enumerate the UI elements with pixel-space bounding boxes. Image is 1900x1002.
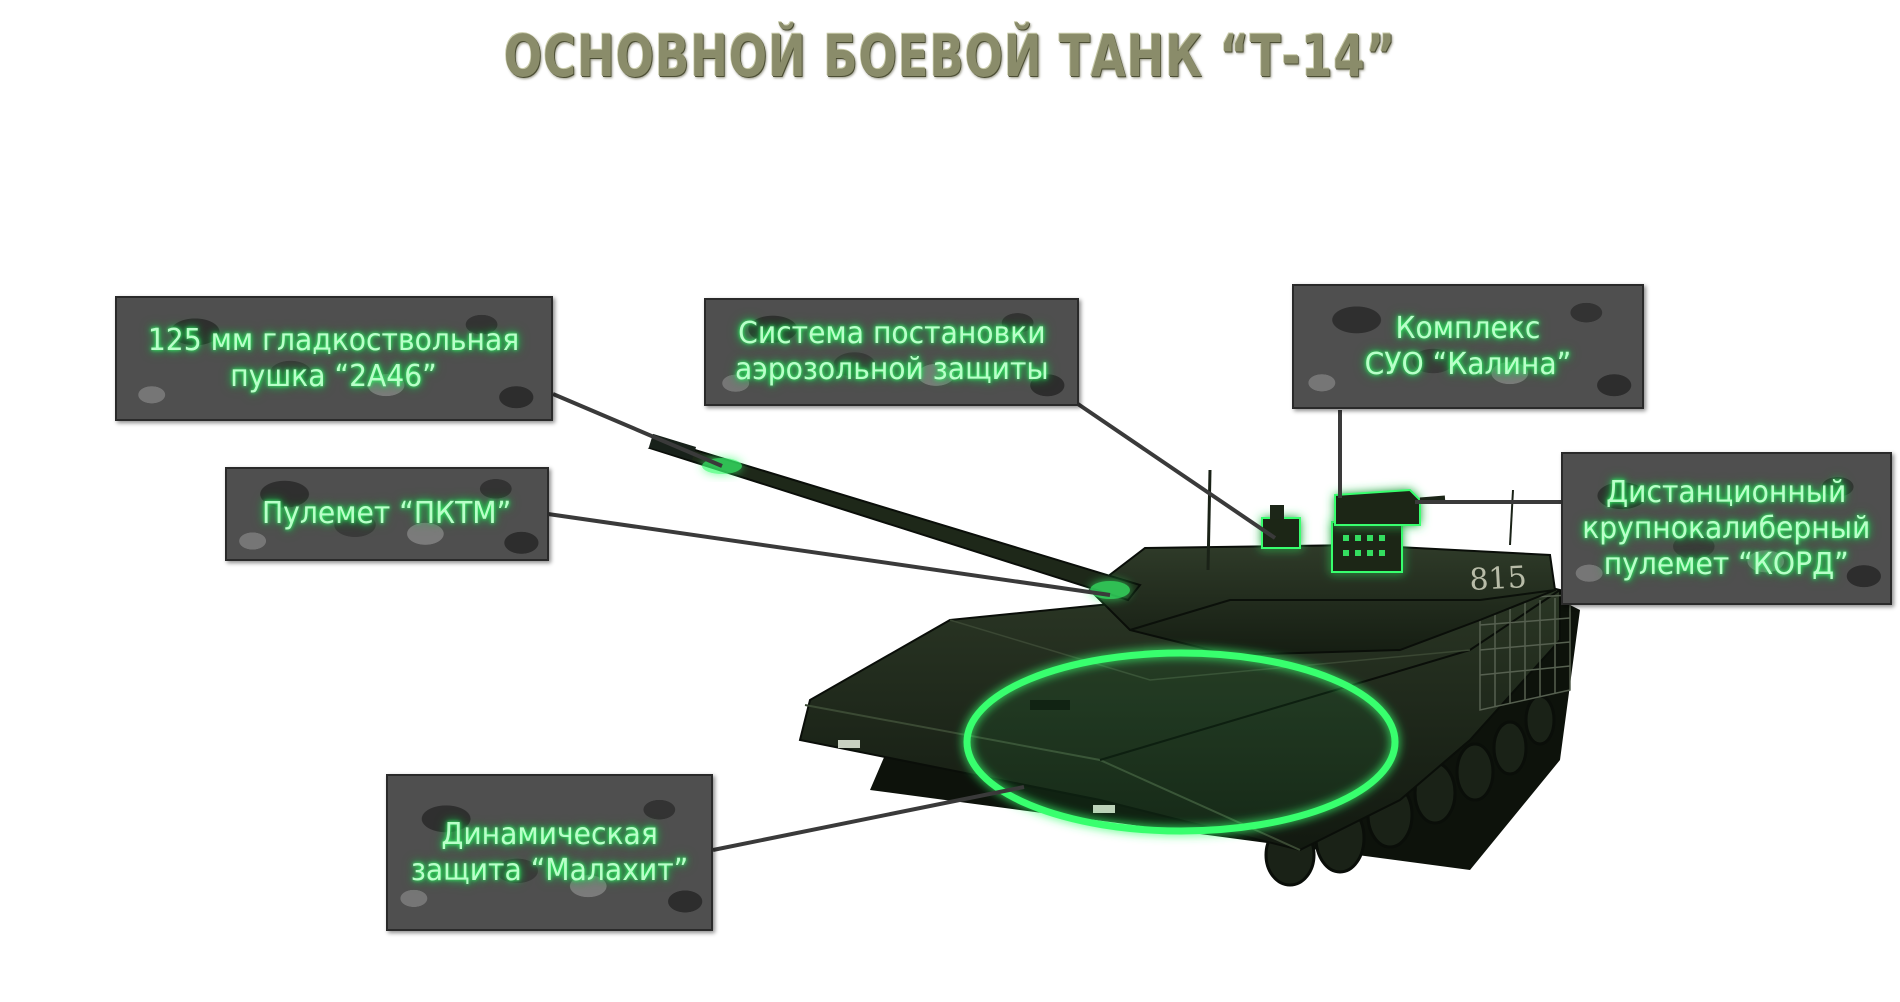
label-fcs-kalina: Комплекс СУО “Калина” xyxy=(1292,284,1644,409)
label-era-malakhit: Динамическая защита “Малахит” xyxy=(386,774,713,931)
label-pktm-line1: Пулемет “ПКТМ” xyxy=(262,496,512,531)
label-pktm: Пулемет “ПКТМ” xyxy=(225,467,549,561)
label-gun-2a46: 125 мм гладкоствольная пушка “2А46” xyxy=(115,296,553,421)
label-kord-line2: крупнокалиберный xyxy=(1582,510,1871,546)
label-kord-line3: пулемет “КОРД” xyxy=(1603,546,1849,582)
tank-number: 815 xyxy=(1469,560,1528,598)
era-highlight xyxy=(963,649,1399,835)
label-fcs-line2: СУО “Калина” xyxy=(1364,346,1572,382)
rws-kord xyxy=(1334,488,1421,526)
label-remote-mg-kord: Дистанционный крупнокалиберный пулемет “… xyxy=(1561,452,1892,605)
label-aerosol-line2: аэрозольной защиты xyxy=(734,352,1049,387)
label-kord-line1: Дистанционный xyxy=(1606,474,1847,510)
label-aerosol-line1: Система постановки xyxy=(737,316,1046,351)
label-gun-line1: 125 мм гладкоствольная xyxy=(148,322,520,358)
label-aerosol-system: Система постановки аэрозольной защиты xyxy=(704,298,1079,406)
fcs-sight xyxy=(1331,521,1403,573)
label-fcs-line1: Комплекс xyxy=(1395,310,1541,346)
label-gun-line2: пушка “2А46” xyxy=(230,358,438,394)
leader-lines xyxy=(547,392,1562,852)
label-era-line2: защита “Малахит” xyxy=(410,852,689,888)
pktm-glow xyxy=(1090,581,1130,599)
page-title: ОСНОВНОЙ БОЕВОЙ ТАНК “Т-14” xyxy=(503,22,1397,90)
label-era-line1: Динамическая xyxy=(441,816,658,852)
